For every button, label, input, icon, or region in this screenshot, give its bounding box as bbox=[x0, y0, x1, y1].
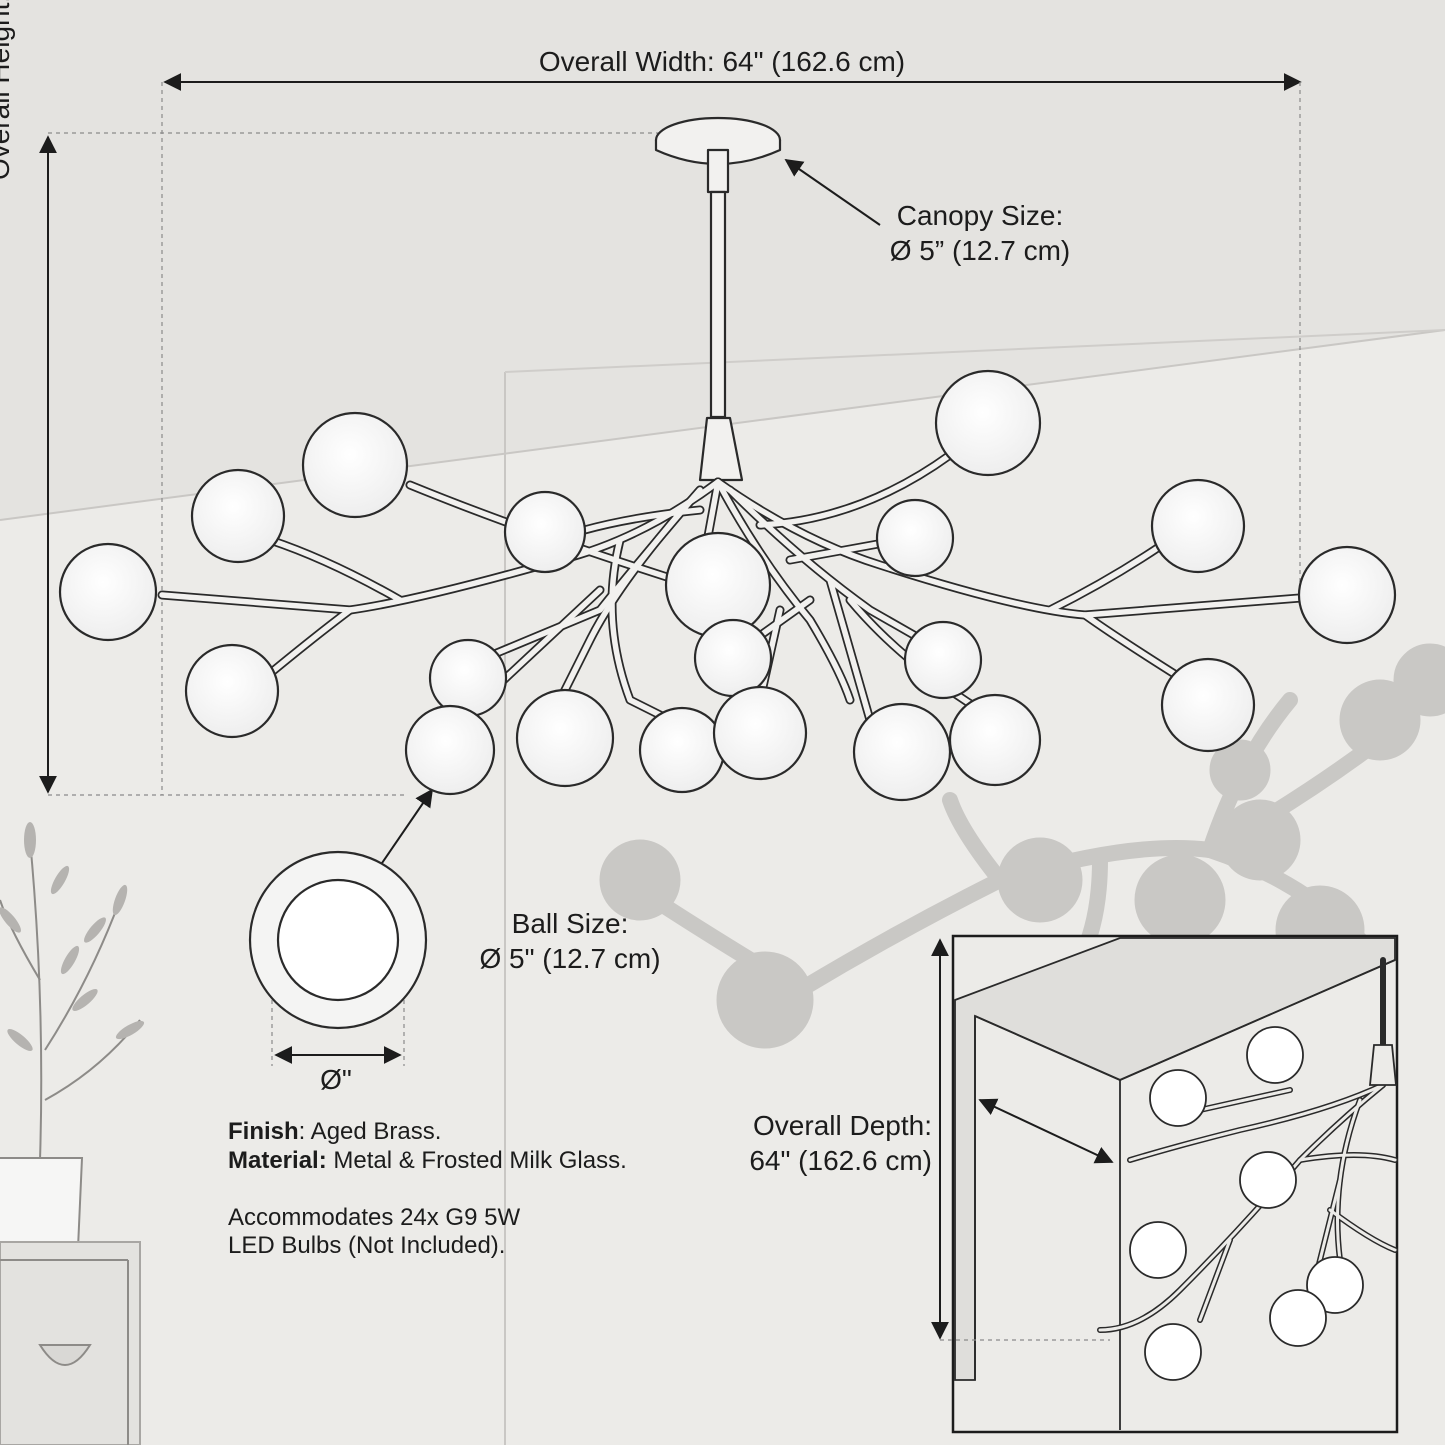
canopy-pointer-arrow bbox=[784, 158, 881, 226]
spacer bbox=[228, 1176, 627, 1204]
glass-globes bbox=[58, 369, 1397, 802]
material-value: Metal & Frosted Milk Glass. bbox=[326, 1146, 627, 1174]
ball-size-title: Ball Size: bbox=[511, 908, 629, 939]
overall-width-label: Overall Width: 64" (162.6 cm) bbox=[538, 46, 906, 77]
overall-depth-value: 64" (162.6 cm) bbox=[749, 1145, 932, 1176]
material-label: Material: bbox=[228, 1146, 327, 1174]
overall-depth-title: Overall Depth: bbox=[753, 1110, 932, 1141]
chandelier-illustration bbox=[58, 116, 1397, 802]
finish-value: : Aged Brass. bbox=[298, 1118, 442, 1145]
globe-detail-icon bbox=[248, 850, 428, 1066]
canopy-size-label: Canopy Size: Ø 5” (12.7 cm) bbox=[850, 198, 1110, 268]
material-line: Material: Metal & Frosted Milk Glass. bbox=[228, 1147, 627, 1176]
inset-view bbox=[931, 934, 1399, 1434]
canopy-size-title: Canopy Size: bbox=[896, 200, 1064, 231]
ball-size-value: Ø 5" (12.7 cm) bbox=[479, 943, 661, 974]
canopy-size-value: Ø 5” (12.7 cm) bbox=[889, 235, 1071, 266]
ball-size-label: Ball Size: Ø 5" (12.7 cm) bbox=[440, 906, 700, 976]
finish-line: Finish: Aged Brass. bbox=[228, 1118, 627, 1147]
finish-label: Finish bbox=[228, 1118, 299, 1145]
bulbs-line-2: LED Bulbs (Not Included). bbox=[228, 1232, 506, 1260]
dimension-lines bbox=[39, 73, 1302, 867]
wall-shadow bbox=[599, 643, 1445, 1049]
potted-plant-icon bbox=[0, 822, 145, 1445]
spec-block: Finish: Aged Brass. Material: Metal & Fr… bbox=[228, 1118, 627, 1261]
ball-pointer-arrow bbox=[379, 788, 434, 867]
bulbs-line-1: Accommodates 24x G9 5W bbox=[228, 1203, 521, 1231]
overall-height-label: Overall Height: 38" (96.5 cm) bbox=[0, 0, 15, 181]
overall-depth-label: Overall Depth: 64" (162.6 cm) bbox=[680, 1108, 932, 1178]
diameter-marker-label: Ø" bbox=[320, 1064, 352, 1095]
ceiling-canopy-icon bbox=[654, 116, 782, 194]
